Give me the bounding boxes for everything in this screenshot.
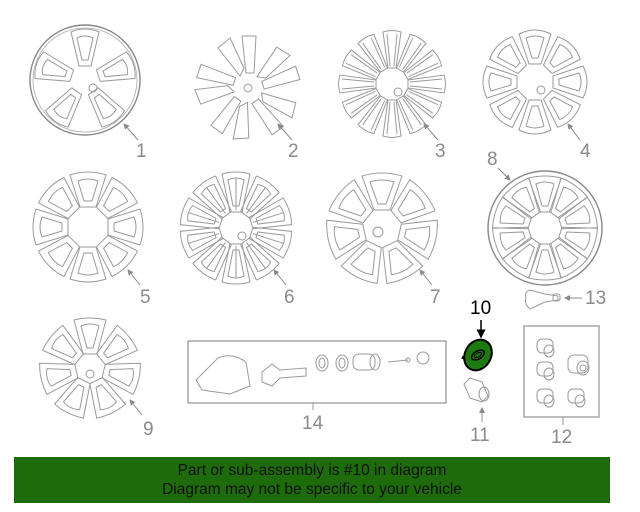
callout-3[interactable]: 3 xyxy=(435,141,446,162)
banner-line-disclaimer: Diagram may not be specific to your vehi… xyxy=(162,481,462,498)
banner-line-part: Part or sub-assembly is #10 in diagram xyxy=(177,462,447,479)
wheel-6[interactable] xyxy=(177,171,295,285)
callout-11[interactable]: 11 xyxy=(470,425,490,446)
wheel-7[interactable] xyxy=(323,172,441,287)
valve-stem-13[interactable] xyxy=(525,289,561,310)
callout-5[interactable]: 5 xyxy=(140,287,151,308)
callout-2[interactable]: 2 xyxy=(288,141,299,162)
center-cap-10[interactable] xyxy=(459,335,498,376)
wheel-4[interactable] xyxy=(482,29,588,135)
leader-3 xyxy=(423,123,439,141)
callout-4[interactable]: 4 xyxy=(580,141,591,162)
callout-7[interactable]: 7 xyxy=(430,287,441,308)
leader-8 xyxy=(497,167,511,181)
wheel-5[interactable] xyxy=(32,171,144,283)
callout-6[interactable]: 6 xyxy=(284,287,295,308)
info-banner: Part or sub-assembly is #10 in diagram D… xyxy=(14,457,610,503)
wheel-8[interactable] xyxy=(487,170,603,286)
wheel-3[interactable] xyxy=(338,30,446,138)
wheel-1[interactable] xyxy=(29,24,141,136)
callout-13[interactable]: 13 xyxy=(585,288,607,309)
wheel-9[interactable] xyxy=(37,317,143,421)
leader-2 xyxy=(277,123,293,141)
leader-4 xyxy=(567,123,581,141)
leader-6 xyxy=(273,269,287,286)
callout-8[interactable]: 8 xyxy=(487,149,498,170)
tpms-sensor-kit-14[interactable] xyxy=(187,340,447,410)
callout-1[interactable]: 1 xyxy=(136,141,147,162)
leader-1 xyxy=(123,123,139,141)
callout-12[interactable]: 12 xyxy=(551,427,573,448)
leader-7 xyxy=(419,269,433,286)
parts-diagram xyxy=(29,24,603,425)
callout-14[interactable]: 14 xyxy=(302,413,324,434)
lock-kit-12[interactable] xyxy=(523,325,600,425)
wheel-2[interactable] xyxy=(189,35,303,148)
leader-9 xyxy=(129,399,143,416)
callout-10[interactable]: 10 xyxy=(470,298,492,319)
leader-5 xyxy=(127,269,141,286)
lug-nut-11[interactable] xyxy=(463,377,490,403)
callout-9[interactable]: 9 xyxy=(143,419,154,440)
